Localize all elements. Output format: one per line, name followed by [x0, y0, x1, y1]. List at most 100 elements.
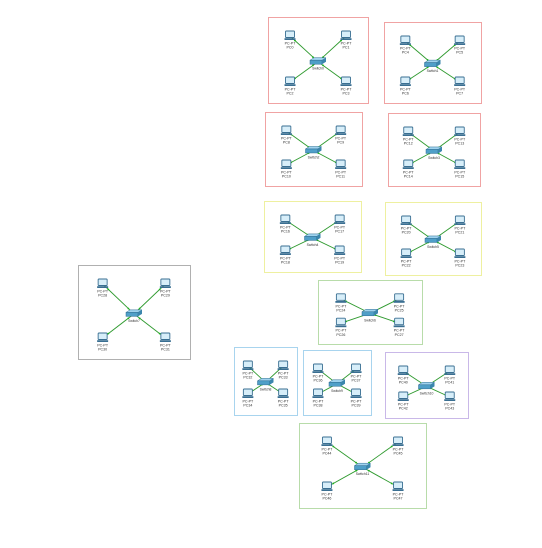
- switch-device[interactable]: Switch10: [417, 382, 436, 395]
- switch-name-label: Switch9: [331, 389, 343, 393]
- switch-front-icon: [361, 311, 375, 317]
- pc-type-label: PC-PT: [394, 304, 406, 308]
- pc-keyboard-icon: [335, 167, 347, 169]
- pc-name-label: PC19: [335, 261, 344, 265]
- pc-keyboard-icon: [400, 256, 412, 258]
- switch-device[interactable]: Switch1: [423, 59, 442, 73]
- pc-type-label: PC-PT: [242, 372, 254, 376]
- switch-device[interactable]: Switch7: [125, 309, 143, 323]
- switch-front-icon: [354, 465, 367, 470]
- pc-type-label: PC-PT: [454, 88, 466, 92]
- group-border: [318, 280, 423, 345]
- pc-type-label: PC-PT: [278, 400, 290, 404]
- pc-type-label: PC-PT: [454, 260, 466, 264]
- pc-type-label: PC-PT: [341, 42, 353, 46]
- pc-monitor-icon: [335, 125, 346, 133]
- pc-monitor-icon: [403, 126, 414, 134]
- pc-monitor-icon: [281, 125, 292, 133]
- switch-device[interactable]: Switch11: [353, 462, 372, 476]
- pc-monitor-icon: [285, 76, 295, 84]
- pc-monitor-icon: [351, 363, 361, 371]
- switch-device[interactable]: Switch3: [425, 146, 443, 160]
- pc-type-label: PC-PT: [341, 88, 353, 92]
- pc-monitor-icon: [280, 214, 291, 222]
- pc-type-label: PC-PT: [351, 375, 363, 379]
- pc-name-label: PC37: [352, 379, 361, 383]
- pc-name-label: PC33: [279, 376, 288, 380]
- link-status-dot: [312, 64, 314, 67]
- pc-keyboard-icon: [400, 223, 412, 225]
- switch-device[interactable]: Switch5: [424, 235, 442, 249]
- switch-device[interactable]: Switch4: [303, 233, 322, 247]
- switch-device[interactable]: Switch0: [309, 57, 327, 71]
- pc-monitor-icon: [335, 317, 346, 326]
- pc-keyboard-icon: [350, 396, 362, 398]
- link-status-dot: [138, 307, 141, 310]
- switch-device[interactable]: Switch8: [256, 378, 275, 391]
- switch-device[interactable]: Switch6: [361, 309, 379, 322]
- network-link: [326, 466, 363, 488]
- pc-monitor-icon: [351, 388, 361, 396]
- pc-name-label: PC4: [402, 51, 409, 55]
- switch-device[interactable]: Switch2: [304, 146, 323, 159]
- pc-name-label: PC24: [336, 309, 345, 313]
- switch-device[interactable]: Switch9: [328, 379, 346, 393]
- switch-front-icon: [425, 149, 439, 154]
- group-border: [268, 17, 369, 104]
- pc-keyboard-icon: [280, 133, 292, 135]
- pc-type-label: PC-PT: [403, 138, 415, 142]
- network-group: PC-PTPC24PC-PTPC25PC-PTPC26PC-PTPC27Swit…: [318, 280, 423, 345]
- pc-keyboard-icon: [402, 134, 414, 136]
- pc-name-label: PC42: [399, 407, 408, 411]
